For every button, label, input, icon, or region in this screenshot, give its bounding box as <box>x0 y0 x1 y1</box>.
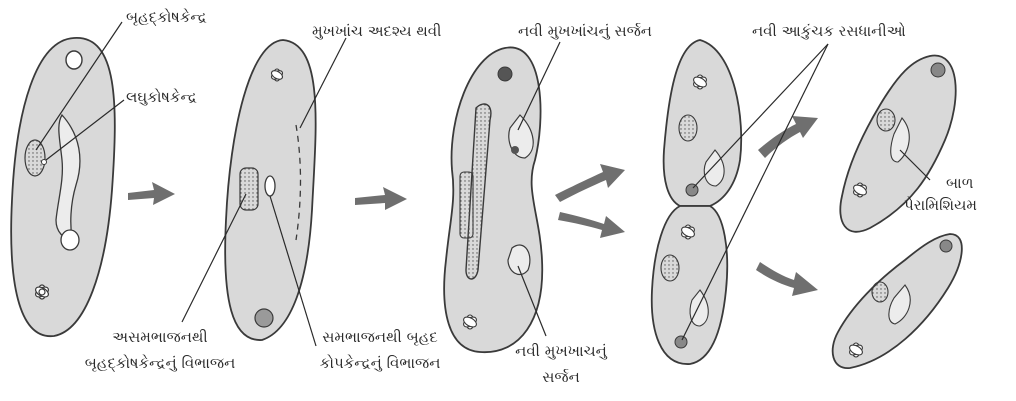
stage3-paramecium <box>444 47 542 352</box>
stage2-micronucleus <box>265 176 275 196</box>
label-macronucleus: બૃહદ્કોષકેન્દ્ર <box>126 8 207 27</box>
label-mitotic-line2: કોપકેન્દ્રનું વિભાજન <box>280 354 480 373</box>
label-oral-groove-disappears: મુખખાંચ અદશ્ય થવી <box>312 22 441 41</box>
stage1-cytostome <box>61 230 79 250</box>
stage2-paramecium <box>225 40 315 340</box>
label-new-oral-groove-bottom-line1: નવી મુખખાચનું <box>486 342 636 361</box>
label-young-paramecium-line2: પેરામિશિયમ <box>904 196 977 215</box>
stage5-lower-contractile-vacuole-top <box>940 240 952 252</box>
stage3-contractile-vacuole-top <box>498 67 512 81</box>
stage2-contractile-vacuole-bottom <box>255 309 273 327</box>
label-micronucleus: લઘુકોષકેન્દ્ર <box>126 88 197 107</box>
stage1-contractile-vacuole-top <box>66 51 82 69</box>
stage5-lower-paramecium <box>833 234 962 368</box>
stage1-paramecium <box>11 38 115 336</box>
label-new-oral-groove-bottom-line2: સર્જન <box>486 368 636 387</box>
stage4-dividing-paramecium <box>652 40 741 364</box>
stage4-upper-macronucleus <box>679 115 697 141</box>
stage4-lower-macronucleus <box>661 255 679 281</box>
label-young-paramecium-line1: બાળ <box>946 174 973 193</box>
stage1-macronucleus <box>25 140 45 176</box>
stage3-dividing-micronucleus <box>460 172 473 238</box>
stage3-cytostome-top <box>511 146 519 154</box>
stage5-upper-macronucleus <box>877 109 895 131</box>
label-new-contractile-vacuoles: નવી આકુંચક રસધાનીઓ <box>752 22 906 41</box>
label-mitotic-line1: સમભાજનથી બૃહદ <box>280 328 480 347</box>
label-new-oral-groove-top: નવી મુખખાંચનું સર્જન <box>518 22 652 41</box>
arrow-2 <box>355 187 407 210</box>
arrow-4a <box>758 116 818 158</box>
stage5-upper-contractile-vacuole-top <box>931 63 945 77</box>
arrow-4b <box>756 262 818 296</box>
stage4-lower-contractile-vacuole <box>675 336 687 348</box>
stage4-upper-contractile-vacuole <box>686 184 698 196</box>
stage3-cell-body <box>444 47 542 352</box>
stage3-new-oral-groove-bottom <box>508 245 530 275</box>
arrow-1 <box>128 182 175 205</box>
arrow-3a <box>555 164 625 202</box>
stage2-macronucleus <box>240 168 258 210</box>
stage5-lower-macronucleus <box>872 282 888 302</box>
stage4-upper-daughter <box>664 40 742 206</box>
label-amitotic-line1: અસમભાજનથી <box>40 328 280 347</box>
stage1-micronucleus <box>42 160 47 165</box>
label-amitotic-line2: બૃહદ્કોષકેન્દ્રનું વિભાજન <box>40 354 280 373</box>
arrow-3b <box>558 212 625 238</box>
